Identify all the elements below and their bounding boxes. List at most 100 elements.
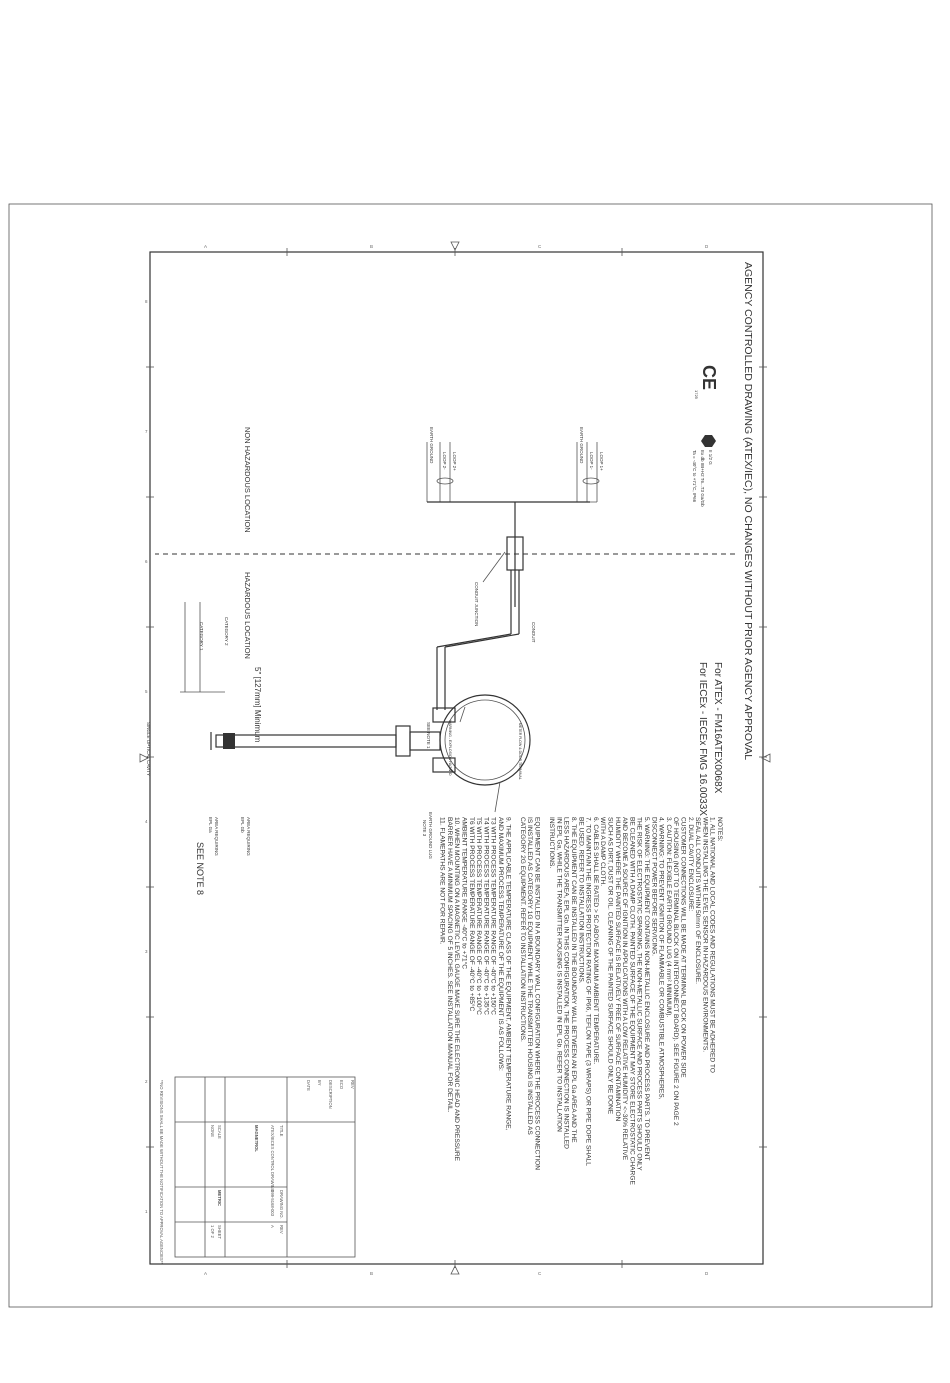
zone-row-a-top: A — [204, 244, 207, 249]
conduit-junction-leader — [482, 551, 506, 583]
zone-col-6: 6 — [145, 559, 148, 564]
note-line: BE CLEANED WITH A DAMP CLOTH. PAINTED SU… — [628, 817, 635, 1185]
rev-label: REV — [279, 1225, 284, 1234]
note-line: 4. WARNING: TO PREVENT IGNITION OF FLAMM… — [658, 817, 665, 1100]
sheet-label: SHEET — [217, 1225, 222, 1239]
note-line: SEAL ALL CONDUITS WITHIN 50mm OF ENCLOSU… — [694, 817, 701, 984]
zone-col-5: 5 — [145, 689, 148, 694]
rev-header-by: BY — [317, 1080, 322, 1086]
hazardous-label: HAZARDOUS LOCATION — [243, 572, 252, 659]
zone-row-b-bottom: B — [370, 1271, 373, 1276]
zone-col-2: 2 — [145, 1079, 148, 1084]
label-loop-minus-bottom: LOOP 2- — [442, 452, 447, 470]
note-line: 5. WARNING: THE EQUIPMENT CONTAINS NON-M… — [643, 817, 650, 1161]
category-2-label: CATEGORY 2 — [224, 617, 229, 646]
min-spacing-label: 5" [127mm] Minimum — [253, 667, 262, 743]
category-dimensions — [180, 602, 225, 693]
ce-mark: CE — [699, 365, 719, 390]
housing-text-top: METER FLOW & DOOR TERMINAL — [518, 723, 522, 780]
label-loop-plus-top: LOOP 1+ — [599, 452, 604, 471]
ex-marking-line1: II 1/2 G — [708, 450, 713, 465]
note-line: 6. CABLES SHALL BE RATED > 5C ABOVE MAXI… — [592, 817, 599, 1065]
note-line: T4 WITH PROCESS TEMPERATURE RANGE OF -40… — [482, 817, 490, 1015]
ex-marking-line3: Ta = -40°C to +71°C, IP66 — [692, 450, 697, 503]
label-loop-minus-top: LOOP 1- — [589, 452, 594, 470]
zone-row-c-top: C — [538, 244, 542, 249]
company-name: MAGNETROL — [254, 1125, 259, 1152]
note-line: WHEN INSTALLING THE LEVEL SENSOR IN HAZA… — [701, 817, 708, 1052]
note-line: 8. THE EQUIPMENT CAN BE INSTALLED IN THE… — [570, 817, 577, 1143]
note-line: DISCONNECT POWER BEFORE SERVICING. — [650, 817, 657, 956]
wiring-top — [576, 442, 600, 503]
drawing-no-label: DRAWING NO. — [279, 1190, 284, 1219]
conduit-label: CONDUIT — [531, 622, 536, 643]
rev-header-date: DATE — [306, 1080, 311, 1091]
note-line: 7. TO MAINTAIN THE INGRESS PROTECTION RA… — [585, 817, 592, 1166]
rev-header-eco: ECO — [339, 1080, 344, 1090]
area-ga-line1: AREA REQUIRING — [214, 817, 219, 856]
conduit-junction-label: CONDUIT JUNCTION — [474, 582, 479, 626]
scale-value: NONE — [210, 1125, 215, 1137]
rev-header-description: DESCRIPTION — [328, 1080, 333, 1109]
drawing-border — [149, 251, 764, 1265]
notes-lines: 1. ALL NATIONAL AND LOCAL CODES AND REGU… — [439, 817, 716, 1185]
housing-text-bottom: WARNING - EXPLOSION HAZARD — [448, 720, 452, 776]
category-1-label: CATEGORY 1 — [199, 622, 204, 651]
sheet-value: 1 OF 2 — [210, 1225, 215, 1238]
zone-row-d-top: D — [705, 244, 709, 249]
zone-ticks — [146, 248, 767, 1268]
label-loop-plus-bottom: LOOP 2+ — [452, 452, 457, 471]
transmitter-housing — [210, 694, 531, 786]
note-line: SUCH AS DIRT, DUST OR OIL. CLEANING OF T… — [607, 817, 614, 1115]
note-line: EQUIPMENT CAN BE INSTALLED IN A BOUNDARY… — [534, 817, 541, 1170]
note-line: AND BECOME A SOURCE OF IGNITION IN APPLI… — [621, 817, 628, 1161]
rev-header-rev: REV — [350, 1080, 355, 1089]
area-gb-line1: AREA REQUIRING — [246, 817, 251, 856]
rotated-content: AGENCY CONTROLLED DRAWING (ATEX/IEC), NO… — [146, 262, 754, 1264]
zone-column-labels: 8 7 6 5 4 3 2 1 — [145, 299, 148, 1214]
zone-col-4: 4 — [145, 819, 148, 824]
note-line: 2. DUAL CAVITY ENCLOSURE: — [687, 817, 694, 912]
single-optical-cavity-label: SINGLE OPTICAL CAVITY — [146, 722, 151, 776]
non-hazardous-label: NON HAZARDOUS LOCATION — [243, 427, 252, 533]
note-line: BARRIER HAVE A MINIMUM SPACING OF 5 INCH… — [446, 817, 453, 1113]
conduit-run — [436, 570, 520, 710]
ex-hexagon-icon — [701, 435, 716, 447]
rev-value: A — [270, 1225, 275, 1228]
outer-frame — [8, 203, 933, 1308]
label-earth-top: EARTH GROUND — [579, 427, 584, 464]
note-line: T5 WITH PROCESS TEMPERATURE RANGE OF -40… — [475, 817, 483, 1015]
zone-col-7: 7 — [145, 429, 148, 434]
earth-lug-label: EARTH GROUND LUG — [428, 812, 433, 859]
zone-col-1: 1 — [145, 1209, 148, 1214]
zone-row-b-top: B — [370, 244, 373, 249]
units-value: METRIC — [217, 1190, 222, 1206]
label-earth-bottom: EARTH GROUND — [429, 427, 434, 464]
zone-col-8: 8 — [145, 299, 148, 304]
cert-iecex: For IECEx - IECEx FMG 16.0033X — [697, 662, 708, 816]
see-note-1-leader — [459, 706, 466, 723]
zone-col-3: 3 — [145, 949, 148, 954]
drawing-no: 099-5168-003 — [270, 1190, 275, 1217]
area-gb-line2: EPL Gb — [240, 817, 245, 833]
note-line: 3. CAUTION: FLEXIBLE EARTH GROUND LUG (4… — [665, 817, 672, 1017]
earth-lug-leader — [494, 781, 501, 813]
cert-atex: For ATEX - FM16ATEX0068X — [712, 662, 723, 794]
zone-row-a-bottom: A — [204, 1271, 207, 1276]
title-block — [174, 1076, 356, 1258]
title-line: ATEX/IECEX CONTROL DRAWING — [270, 1125, 275, 1192]
note-line: THE RISK OF ELECTROSTATIC SPARKING, THE … — [636, 817, 643, 1171]
note-line: LESS HAZARDOUS AREA, EPL Gb. IN THIS CON… — [563, 817, 570, 1149]
notes-heading: NOTES: — [716, 817, 723, 842]
notes-block: NOTES: 1. ALL NATIONAL AND LOCAL CODES A… — [439, 817, 723, 1185]
note-line: CATEGORY 2G EQUIPMENT. REFER TO INSTALLA… — [519, 817, 526, 1042]
note-line: T3 WITH PROCESS TEMPERATURE RANGE OF -40… — [490, 817, 498, 1015]
note-line: 9. THE APPLICABLE TEMPERATURE CLASS OF T… — [504, 817, 511, 1131]
note-line: T6 WITH PROCESS TEMPERATURE RANGE OF -40… — [468, 817, 476, 1012]
title-label: TITLE — [279, 1125, 284, 1137]
note-line: OF HOUSING (NOT TO TERMINAL BLOCK ON INT… — [672, 817, 679, 1126]
note-line: CUSTOMER CONNECTIONS WILL BE MADE AT TER… — [680, 817, 687, 1078]
agency-title: AGENCY CONTROLLED DRAWING (ATEX/IEC), NO… — [742, 262, 754, 760]
